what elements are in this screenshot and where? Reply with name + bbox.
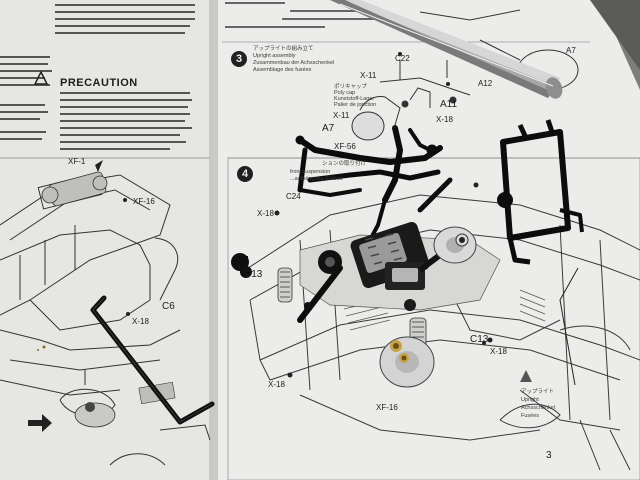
label-a12: A12 — [478, 79, 493, 88]
debris-dot — [37, 349, 39, 351]
wheel-hub-icon — [379, 226, 477, 388]
poly-cap-fr: Palier de jonction — [334, 102, 377, 108]
precaution-title: PRECAUTION — [60, 77, 138, 89]
right-top-text-lines — [225, 2, 377, 28]
hex-wrench-icon — [90, 295, 215, 425]
label-a7: A7 — [322, 123, 335, 134]
label-x18-bottom: X-18 — [268, 380, 285, 389]
background-object — [590, 0, 640, 70]
step3-title-fr: Assemblage des fusées — [253, 67, 312, 73]
label-x18-step4: X-18 — [257, 209, 274, 218]
label-x11-mid: X-11 — [333, 111, 350, 120]
label-c22: C22 — [395, 54, 410, 63]
label-a11: A11 — [440, 99, 458, 110]
step4-title-fragment-1: ションの取り付け — [322, 161, 367, 167]
page-spine — [209, 0, 218, 480]
label-x18-right: X-18 — [490, 347, 507, 356]
label-x11-top: X-11 — [360, 71, 377, 80]
step3-title-de: Zusammenbau der Achsschenkel — [253, 60, 335, 66]
label-x18-step3: X-18 — [436, 115, 453, 124]
debris-dot — [42, 345, 46, 349]
left-arrows — [28, 160, 103, 432]
poly-cap-jp: ポリキャップ — [334, 84, 368, 90]
step-4-badge: 4 — [237, 166, 253, 182]
step3-upright-drawing — [351, 60, 471, 141]
label-xf16: XF-16 — [133, 197, 155, 206]
label-x18: X-18 — [132, 317, 149, 326]
step3-title-jp: アップライトの組み立て — [253, 46, 314, 52]
label-c13-right: C13 — [470, 334, 489, 345]
step4-title-fragment-2: front suspension — [290, 169, 331, 175]
loose-black-parts — [231, 253, 312, 310]
left-page-text-lines — [0, 4, 195, 150]
upright-callout-en: Upright — [521, 397, 539, 403]
label-c6: C6 — [162, 301, 175, 312]
label-c13-left: C13 — [244, 269, 263, 280]
upright-callout-icon — [520, 370, 532, 382]
step-3-badge: 3 — [231, 51, 247, 67]
sprue-frame-icon — [497, 119, 584, 265]
step3-title-en: Upright assembly — [253, 53, 296, 59]
gearbox-assembly-icon — [297, 177, 453, 323]
hobby-knife-icon — [330, 0, 563, 99]
left-gearbox-drawing — [41, 171, 108, 207]
upright-callout-line — [559, 267, 579, 386]
upright-callout-fr: Fusées — [521, 413, 540, 419]
poly-cap-label: Poly cap — [334, 90, 356, 96]
label-c24: C24 — [286, 192, 301, 201]
step4-title-fragment-3: ...aufhängung-Einbau — [290, 176, 343, 182]
upright-callout-jp: アップライト — [521, 389, 555, 395]
label-a7-right: A7 — [566, 46, 576, 55]
label-xf1: XF-1 — [68, 157, 86, 166]
page-number: 3 — [546, 450, 552, 461]
label-xf56: XF-56 — [334, 142, 356, 151]
screw-icons — [123, 52, 493, 378]
upright-callout-de: Achsschenkel — [521, 405, 555, 411]
poly-cap-de: Kunststoff-Lager — [334, 96, 375, 102]
warning-icon — [33, 70, 49, 85]
label-xf16-step4: XF-16 — [376, 403, 398, 412]
